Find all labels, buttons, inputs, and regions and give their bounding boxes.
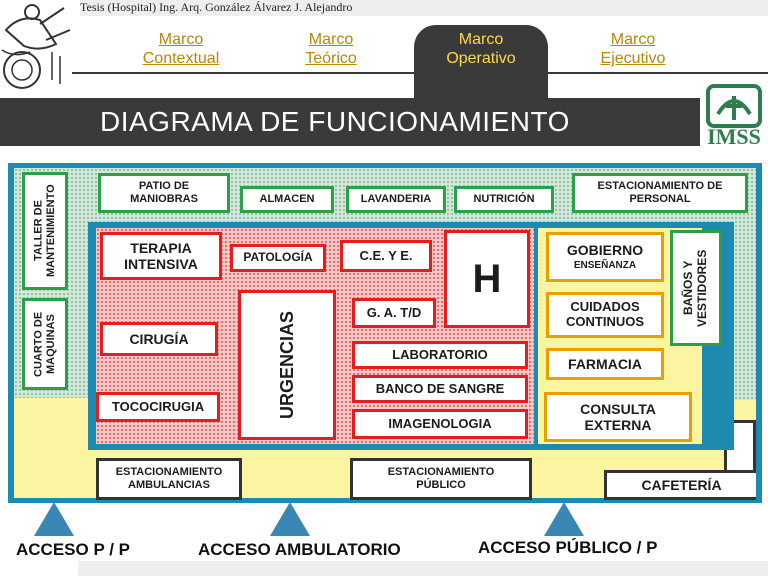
room-estacionamiento-ambulancias: ESTACIONAMIENTO AMBULANCIAS [96,458,242,500]
room-banco-sangre: BANCO DE SANGRE [352,375,528,403]
room-gobierno-ensenanza: GOBIERNO ENSEÑANZA [546,232,664,282]
room-laboratorio: LABORATORIO [352,341,528,369]
room-almacen: ALMACEN [240,186,334,213]
urgencias-label: URGENCIAS [276,310,297,419]
title-band [0,98,700,146]
footer-bar [78,561,768,576]
gobierno-label: GOBIERNO [566,242,644,259]
access-publico-marker-icon [544,502,584,536]
room-patio-maniobras: PATIO DE MANIOBRAS [98,173,230,213]
room-consulta-externa: CONSULTA EXTERNA [544,392,692,442]
access-pp-marker-icon [34,502,74,536]
access-pp-label: ACCESO P / P [16,540,130,559]
nav-divider [72,72,768,74]
room-farmacia: FARMACIA [546,348,664,380]
room-cuidados-continuos: CUIDADOS CONTINUOS [546,292,664,338]
imss-logo: IMSS [700,84,768,150]
room-cuarto-maquinas: CUARTO DE MAQUINAS [22,298,68,390]
room-banos-vestidores: BAÑOS Y VESTIDORES [670,230,722,346]
room-lavanderia: LAVANDERIA [346,186,446,213]
room-terapia-intensiva: TERAPIA INTENSIVA [100,232,222,280]
room-estacionamiento-publico: ESTACIONAMIENTO PÚBLICO [350,458,532,500]
page-title: DIAGRAMA DE FUNCIONAMIENTO [100,106,570,137]
room-estacionamiento-personal: ESTACIONAMIENTO DE PERSONAL [572,173,748,213]
room-taller-mantenimiento: TALLER DE MANTENIMIENTO [22,172,68,290]
access-ambulatorio-label: ACCESO AMBULATORIO [198,540,401,559]
access-publico-label: ACCESO PÚBLICO / P [478,538,658,557]
author-bar [80,0,768,16]
ensenanza-label: ENSEÑANZA [573,260,637,272]
room-patologia: PATOLOGÍA [230,244,326,272]
access-ambulatorio-marker-icon [270,502,310,536]
room-gat: G. A. T/D [352,298,436,328]
room-helipad: H [444,230,530,328]
imss-eagle-icon [706,84,762,128]
room-nutricion: NUTRICIÓN [454,186,554,213]
public-zone-left [14,398,90,450]
author-line: Tesis (Hospital) Ing. Arq. González Álva… [80,0,353,14]
room-cirugia: CIRUGÍA [100,322,218,356]
imss-logo-text: IMSS [707,124,761,149]
room-cafeteria: CAFETERÍA [604,470,756,500]
room-ceye: C.E. Y E. [340,240,432,272]
room-imagenologia: IMAGENOLOGIA [352,409,528,439]
hospital-logo-icon [0,0,76,96]
room-urgencias: URGENCIAS [238,290,336,440]
room-tococirugia: TOCOCIRUGIA [96,392,220,422]
